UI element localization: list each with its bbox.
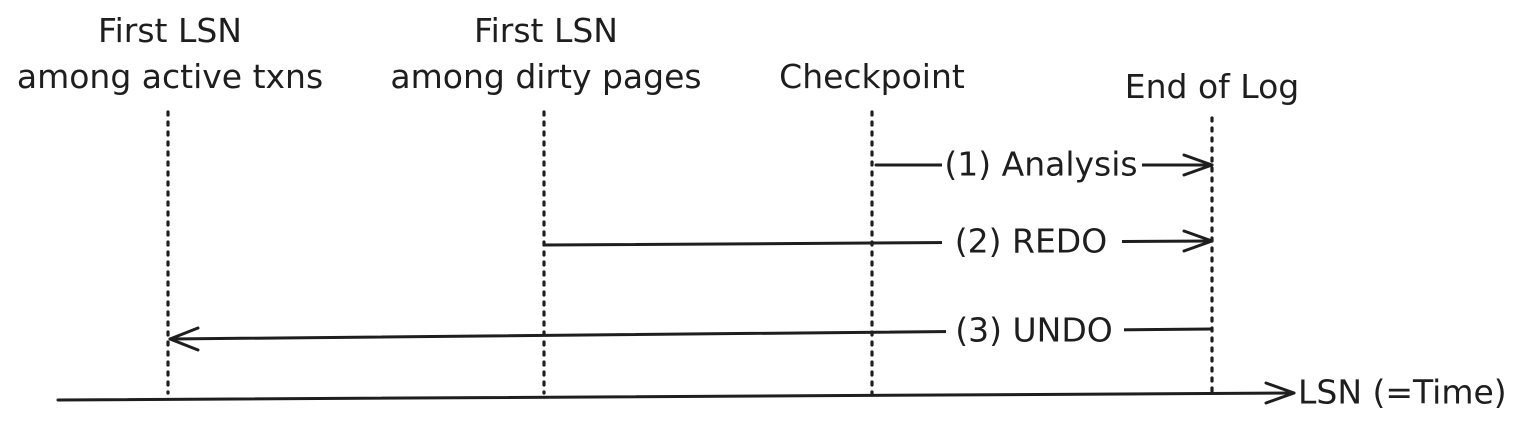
arrow-head xyxy=(168,326,200,352)
phase-label: (1) Analysis xyxy=(944,145,1137,184)
marker-label-line2: End of Log xyxy=(1125,67,1299,106)
label-background xyxy=(942,222,1122,262)
phase-label: (2) REDO xyxy=(955,222,1107,261)
axis-line xyxy=(56,391,1296,402)
marker-end-of-log: End of Log xyxy=(1125,67,1299,395)
label-background xyxy=(946,311,1124,351)
marker-first-lsn-active-txns: First LSN among active txns xyxy=(17,11,323,395)
marker-label-line1: First LSN xyxy=(474,11,618,50)
lsn-axis: LSN (=Time) xyxy=(56,373,1507,412)
marker-label-line2: Checkpoint xyxy=(779,57,965,96)
phase-analysis-arrow: (1) Analysis xyxy=(874,145,1214,185)
marker-checkpoint: Checkpoint xyxy=(779,57,965,395)
phase-redo-arrow: (2) REDO xyxy=(542,222,1214,262)
marker-label-line1: First LSN xyxy=(98,11,242,50)
arrow-head xyxy=(1182,153,1214,177)
axis-label: LSN (=Time) xyxy=(1298,373,1507,412)
label-background xyxy=(942,145,1142,185)
axis-arrow-head xyxy=(1264,381,1296,405)
marker-first-lsn-dirty-pages: First LSN among dirty pages xyxy=(390,11,702,395)
marker-label-line2: among dirty pages xyxy=(390,57,701,96)
marker-label-line2: among active txns xyxy=(17,57,323,96)
arrow-head xyxy=(1182,229,1214,253)
phase-undo-arrow: (3) UNDO xyxy=(168,311,1214,352)
phase-label: (3) UNDO xyxy=(955,311,1112,350)
